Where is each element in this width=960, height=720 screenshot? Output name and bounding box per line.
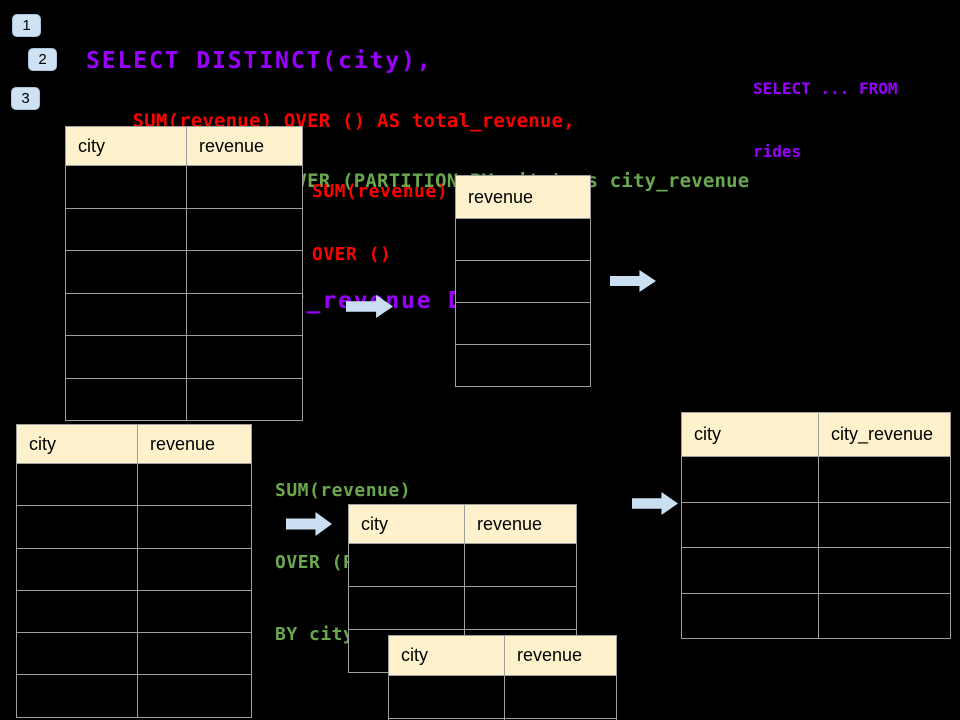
step-badge-1: 1 [12,14,41,37]
empty-cell [348,543,465,587]
table-rides-source-bottom: city revenue [16,424,252,718]
empty-cell [16,462,138,507]
empty-cell [65,165,187,209]
empty-cell [16,547,138,591]
table-row [681,456,951,503]
empty-cell [16,632,138,676]
column-header-city: city [16,424,138,464]
sql-line-select: SELECT DISTINCT(city), [86,48,433,74]
table-row [455,344,591,387]
column-header-city: city [681,412,819,457]
table-row [388,718,617,720]
table-rides-source-top: city revenue [65,126,303,421]
table-row [348,543,577,587]
empty-cell [137,462,252,507]
empty-cell [681,456,819,503]
empty-cell [16,674,138,718]
empty-cell [818,547,951,594]
table-row [455,260,591,303]
empty-cell [464,543,577,587]
empty-cell [681,592,819,639]
column-header-revenue: revenue [137,424,252,464]
empty-cell [65,207,187,251]
table-row [16,589,252,634]
empty-cell [137,632,252,676]
table-row [16,632,252,676]
empty-cell [137,589,252,634]
table-total-revenue-result: revenue [455,175,591,387]
table-row [681,547,951,594]
empty-cell [818,592,951,639]
table-row [681,592,951,639]
empty-cell [455,344,591,387]
table-row [65,165,303,209]
empty-cell [504,718,617,720]
table-row [65,250,303,294]
empty-cell [16,589,138,634]
table-row [65,335,303,379]
table-row [16,462,252,507]
table-row [388,675,617,719]
empty-cell [455,302,591,345]
step-badge-3: 3 [11,87,40,110]
table-row [348,586,577,630]
empty-cell [818,456,951,503]
empty-cell [186,292,303,336]
column-header-revenue: revenue [504,635,617,676]
table-row [455,218,591,261]
empty-cell [681,547,819,594]
empty-cell [65,292,187,336]
empty-cell [65,250,187,294]
total-revenue-annotation: SUM(revenue) OVER () [312,139,448,307]
table-partition-group-2: city revenue [388,635,617,720]
column-header-revenue: revenue [186,126,303,166]
table-row [16,547,252,591]
step-badge-2: 2 [28,48,57,71]
total-annotation-line2: OVER () [312,244,392,265]
empty-cell [65,335,187,379]
select-from-note-line2: rides [753,142,802,161]
empty-cell [186,250,303,294]
empty-cell [464,586,577,630]
empty-cell [186,335,303,379]
table-row [455,302,591,345]
select-from-note-line1: SELECT ... FROM [753,79,898,98]
empty-cell [186,165,303,209]
partition-annotation-line1: SUM(revenue) [275,480,412,501]
total-annotation-line1: SUM(revenue) [312,181,449,202]
empty-cell [137,505,252,549]
empty-cell [681,501,819,548]
column-header-city-revenue: city_revenue [818,412,951,457]
empty-cell [504,675,617,719]
table-row [16,505,252,549]
empty-cell [455,218,591,261]
table-row [65,377,303,421]
table-row [65,292,303,336]
table-row [681,501,951,548]
empty-cell [137,674,252,718]
empty-cell [186,207,303,251]
empty-cell [65,377,187,421]
table-partition-group-1: city revenue [348,504,577,673]
column-header-revenue: revenue [455,175,591,219]
empty-cell [818,501,951,548]
column-header-city: city [65,126,187,166]
empty-cell [186,377,303,421]
column-header-revenue: revenue [464,504,577,544]
table-row [65,207,303,251]
select-from-note: SELECT ... FROM rides [753,36,898,204]
right-arrow-icon [632,492,678,515]
empty-cell [348,586,465,630]
empty-cell [388,675,505,719]
table-city-revenue-result: city city_revenue [681,412,951,639]
empty-cell [455,260,591,303]
table-row [16,674,252,718]
empty-cell [16,505,138,549]
empty-cell [137,547,252,591]
column-header-city: city [388,635,505,676]
column-header-city: city [348,504,465,544]
